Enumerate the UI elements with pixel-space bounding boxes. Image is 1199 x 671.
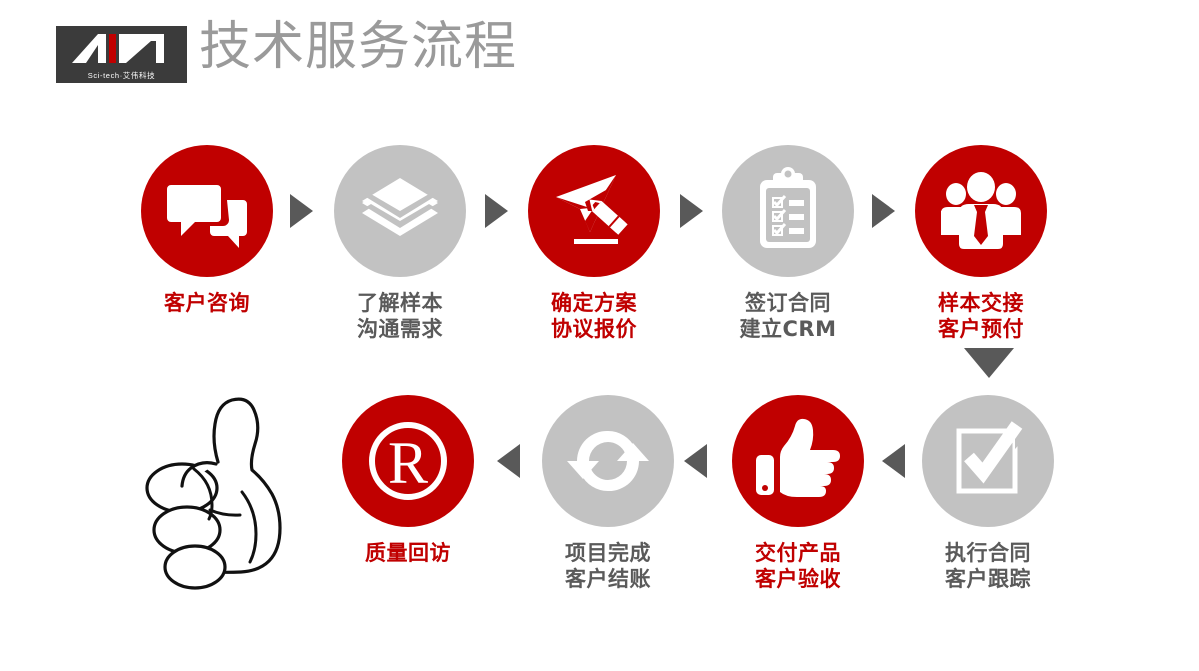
- chat-bubbles-icon: [167, 185, 247, 248]
- flow-step-project-complete[interactable]: 项目完成 客户结账: [542, 395, 674, 592]
- connector-arrow-down: [964, 348, 1014, 378]
- connector-arrow-right: [872, 194, 895, 228]
- step-label: 项目完成 客户结账: [565, 541, 651, 591]
- flow-step-sample-handover[interactable]: 样本交接 客户预付: [915, 145, 1047, 342]
- step-circle: [722, 145, 854, 277]
- company-logo: Sci-tech·艾伟科技: [56, 26, 187, 83]
- connector-arrow-right: [290, 194, 313, 228]
- step-label: 执行合同 客户跟踪: [945, 541, 1031, 591]
- step-label: 质量回访: [365, 541, 451, 565]
- connector-arrow-right: [680, 194, 703, 228]
- step-label: 了解样本 沟通需求: [357, 291, 443, 341]
- step-circle: [922, 395, 1054, 527]
- logo-wordmark: Sci-tech·艾伟科技: [87, 71, 156, 80]
- step-circle: [528, 145, 660, 277]
- step-circle: [542, 395, 674, 527]
- check-pencil-icon: [556, 175, 628, 244]
- step-circle: R: [342, 395, 474, 527]
- step-circle: [334, 145, 466, 277]
- flow-step-confirm-plan[interactable]: 确定方案 协议报价: [528, 145, 660, 342]
- flow-step-customer-inquiry[interactable]: 客户咨询: [141, 145, 273, 316]
- flow-step-sign-contract[interactable]: 签订合同 建立CRM: [722, 145, 854, 342]
- step-circle: [732, 395, 864, 527]
- connector-arrow-left: [497, 444, 520, 478]
- step-label: 确定方案 协议报价: [551, 291, 637, 341]
- connector-arrow-left: [882, 444, 905, 478]
- layers-icon: [362, 178, 438, 236]
- checkbox-pencil-icon: [956, 421, 1026, 494]
- step-label: 交付产品 客户验收: [755, 541, 841, 591]
- page-title: 技术服务流程: [199, 17, 518, 77]
- flow-step-deliver-product[interactable]: 交付产品 客户验收: [732, 395, 864, 592]
- connector-arrow-right: [485, 194, 508, 228]
- aia-logo-mark: [72, 34, 164, 63]
- flow-step-quality-followup[interactable]: R 质量回访: [342, 395, 474, 566]
- step-label: 签订合同 建立CRM: [739, 291, 837, 341]
- svg-text:R: R: [388, 430, 428, 496]
- step-label: 客户咨询: [164, 291, 250, 315]
- step-label: 样本交接 客户预付: [938, 291, 1024, 341]
- connector-arrow-left: [684, 444, 707, 478]
- thumbs-up-hand-illustration: [145, 397, 282, 590]
- thumbs-up-icon: [756, 418, 840, 497]
- flow-step-understand-sample[interactable]: 了解样本 沟通需求: [334, 145, 466, 342]
- step-circle: [141, 145, 273, 277]
- clipboard-checklist-icon: [760, 167, 816, 248]
- registered-r-icon: R: [369, 422, 447, 500]
- sync-refresh-icon: [567, 430, 649, 492]
- page-header: Sci-tech·艾伟科技 技术服务流程: [0, 0, 1199, 110]
- flow-step-execute-contract[interactable]: 执行合同 客户跟踪: [922, 395, 1054, 592]
- step-circle: [915, 145, 1047, 277]
- people-group-icon: [941, 172, 1021, 249]
